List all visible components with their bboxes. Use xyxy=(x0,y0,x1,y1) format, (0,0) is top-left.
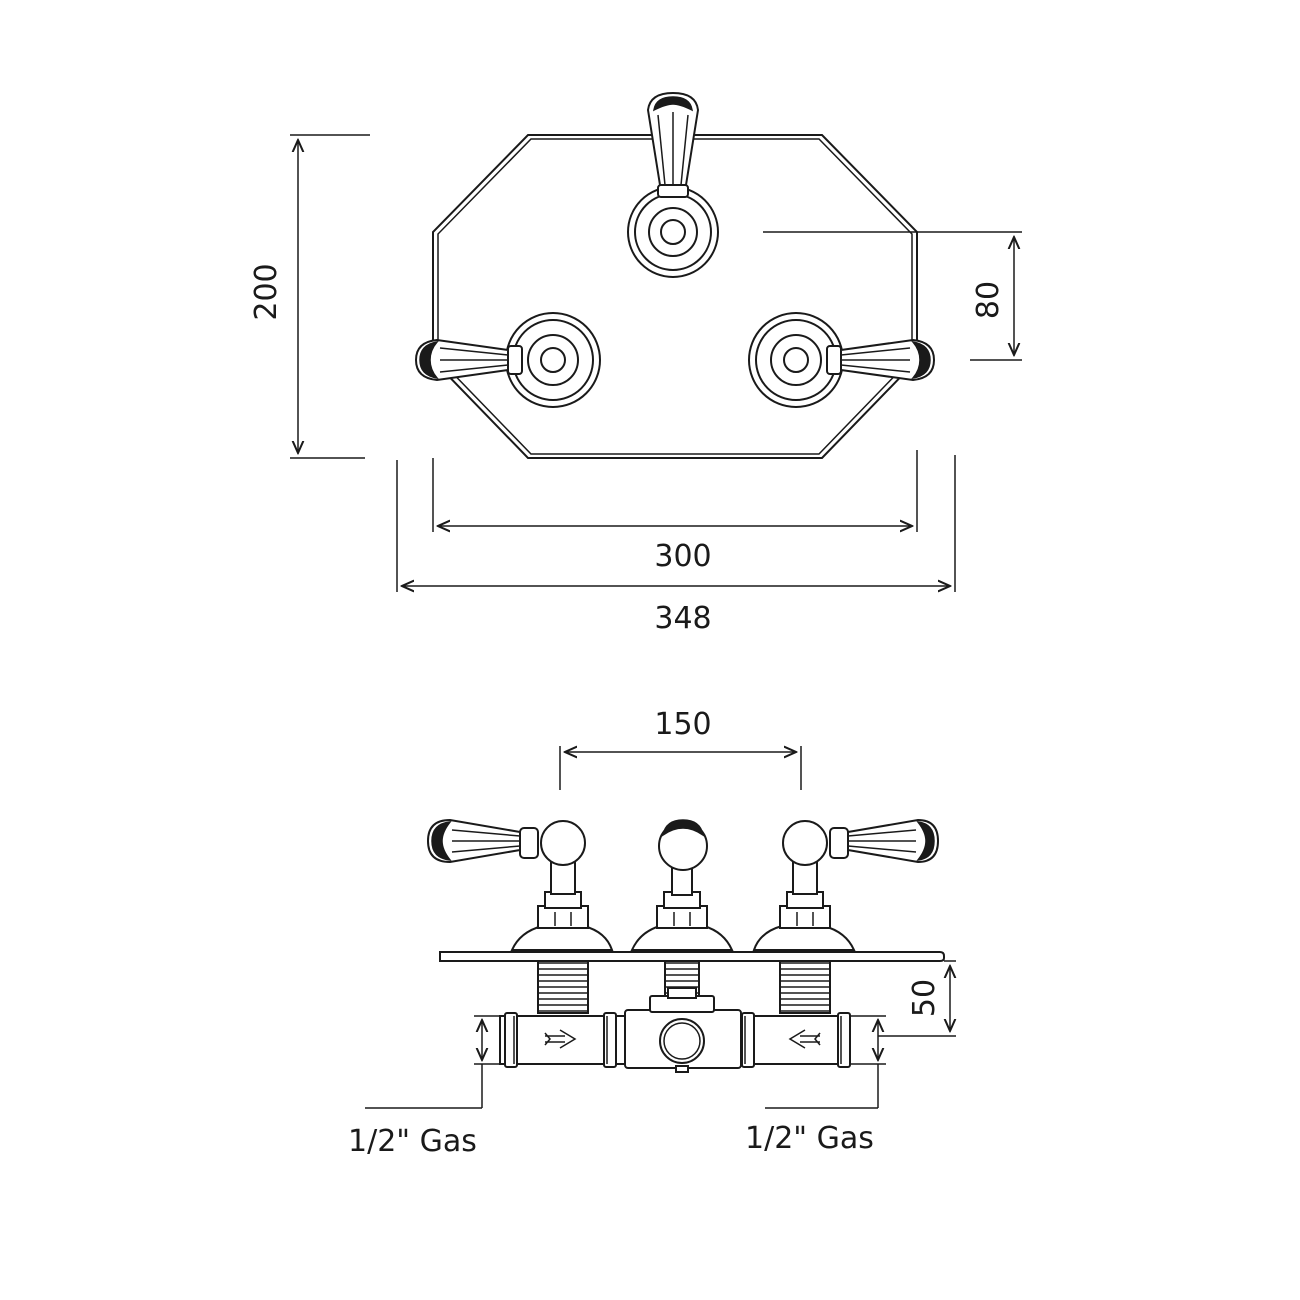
handle-hub-right xyxy=(782,820,828,866)
dimension-height-label: 200 xyxy=(249,263,284,320)
diverter-top xyxy=(627,91,719,278)
front-lever-handle-left xyxy=(426,818,539,864)
connection-right: 1/2" Gas xyxy=(745,1015,886,1156)
backplate-outline xyxy=(432,134,918,459)
dimension-handle-offset-label: 80 xyxy=(971,281,1006,319)
handle-hub-left xyxy=(540,820,586,866)
dimension-plate-width-label: 300 xyxy=(654,539,711,574)
valve-left xyxy=(414,312,601,408)
backplate-inner-outline xyxy=(437,138,913,455)
dimension-handle-spacing-label: 150 xyxy=(654,707,711,742)
top-view: 200 80 300 348 xyxy=(249,91,1022,636)
connection-left-label: 1/2" Gas xyxy=(348,1124,477,1159)
dimension-depth-label: 50 xyxy=(907,979,942,1017)
front-view: 150 xyxy=(348,707,956,1159)
flow-arrow-right xyxy=(788,1029,821,1049)
front-lever-handle-right xyxy=(829,818,940,864)
dimension-handle-spacing: 150 xyxy=(559,707,802,790)
dimension-handle-offset: 80 xyxy=(763,231,1022,361)
dimension-depth: 50 xyxy=(878,960,956,1037)
wall-plate xyxy=(439,951,945,962)
dimension-overall-width: 348 xyxy=(396,455,956,636)
dimension-height: 200 xyxy=(249,134,370,459)
valve-body-center xyxy=(630,864,734,951)
flow-arrow-left xyxy=(544,1029,577,1049)
connection-left: 1/2" Gas xyxy=(348,1015,500,1159)
dimension-overall-width-label: 348 xyxy=(654,601,711,636)
connection-right-label: 1/2" Gas xyxy=(745,1121,874,1156)
thread-right xyxy=(779,960,831,1014)
valve-body-right xyxy=(752,859,856,951)
pipe-assembly xyxy=(499,987,851,1073)
thread-left xyxy=(537,960,589,1014)
dimension-plate-width: 300 xyxy=(432,450,918,574)
valve-body-left xyxy=(510,859,614,951)
valve-right xyxy=(748,312,936,408)
